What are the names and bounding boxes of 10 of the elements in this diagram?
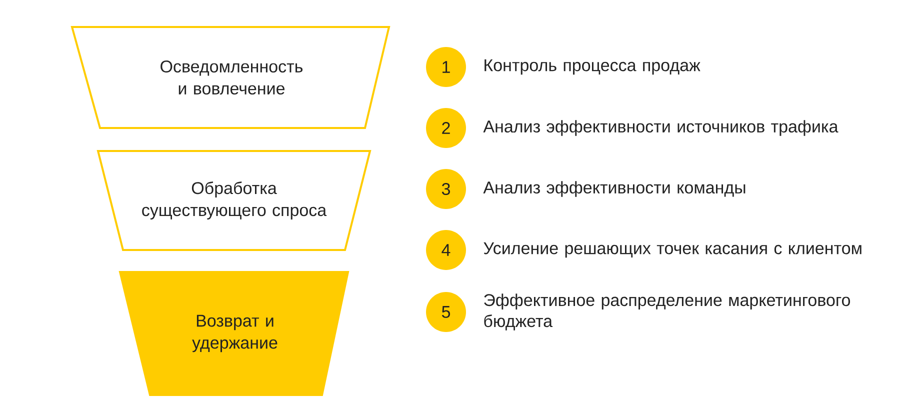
item-text: Контроль процесса продаж	[484, 59, 700, 75]
number-badge: 4	[426, 230, 466, 270]
item-text: Усиление решающих точек касания с клиентом	[484, 242, 862, 258]
item-text: Анализ эффективности команды	[483, 181, 746, 197]
number-badge: 1	[426, 47, 466, 87]
number-badge: 2	[426, 108, 466, 148]
number-badge: 3	[426, 169, 466, 209]
item-text: Эффективное распределение маркетингового бюджета	[484, 294, 850, 330]
item-text: Анализ эффективности источников трафика	[483, 120, 838, 136]
number-badge: 5	[426, 292, 466, 332]
